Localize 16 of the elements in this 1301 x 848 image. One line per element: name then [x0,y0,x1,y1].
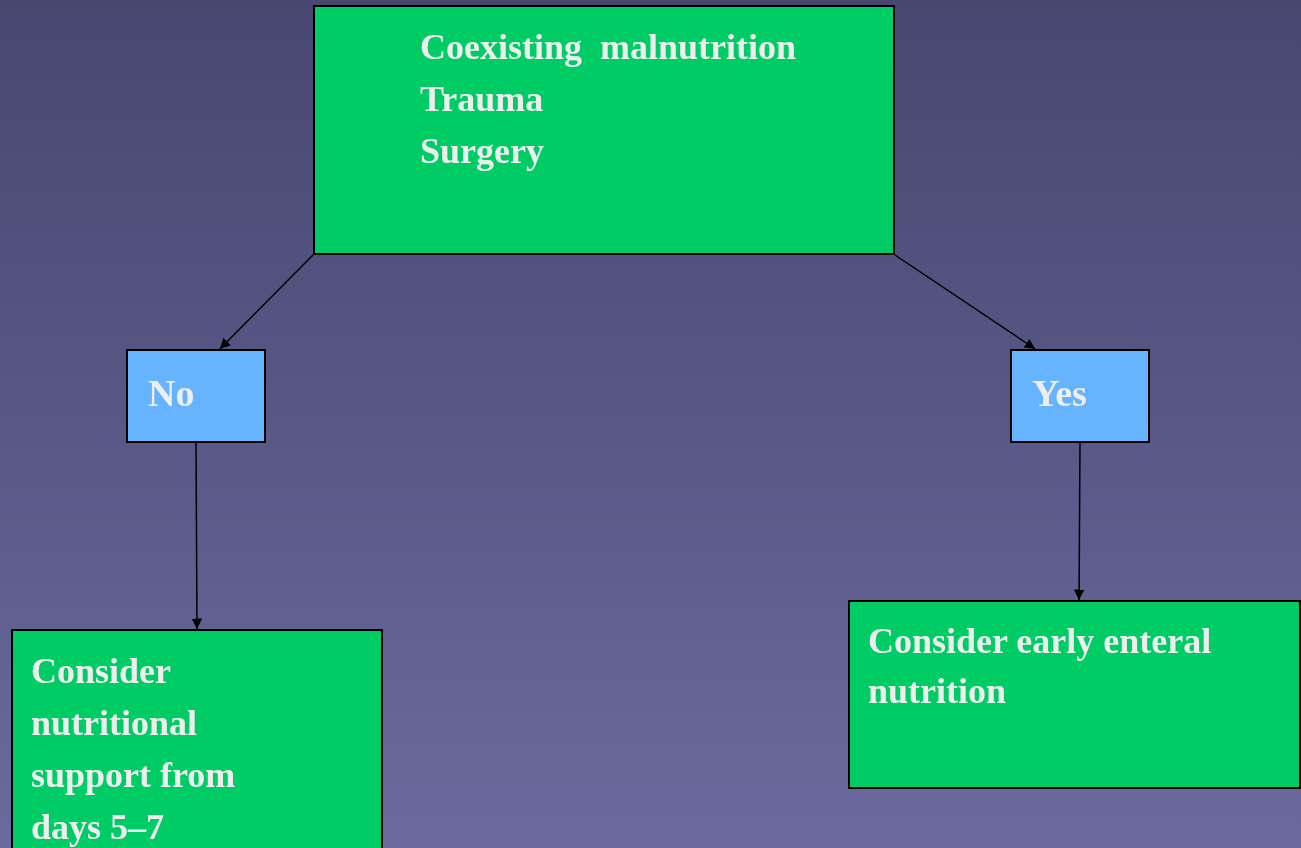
node-text: Consider early enteral nutrition [868,620,1213,713]
node-text: Surgery [420,130,544,173]
answer-box [126,349,266,443]
node-text: Yes [1032,371,1087,416]
node-text: No [148,371,195,416]
action-box [11,629,383,848]
action-box [848,600,1301,789]
arrow [894,254,1036,350]
node-text: Trauma [420,78,544,121]
arrow [1073,442,1085,601]
node-text: Consider nutritional support from days 5–7 [31,650,237,848]
arrow [219,254,314,350]
arrow [191,442,203,630]
answer-box [1010,349,1150,443]
node-text: Coexisting malnutrition [420,26,796,69]
condition-box [313,5,895,255]
